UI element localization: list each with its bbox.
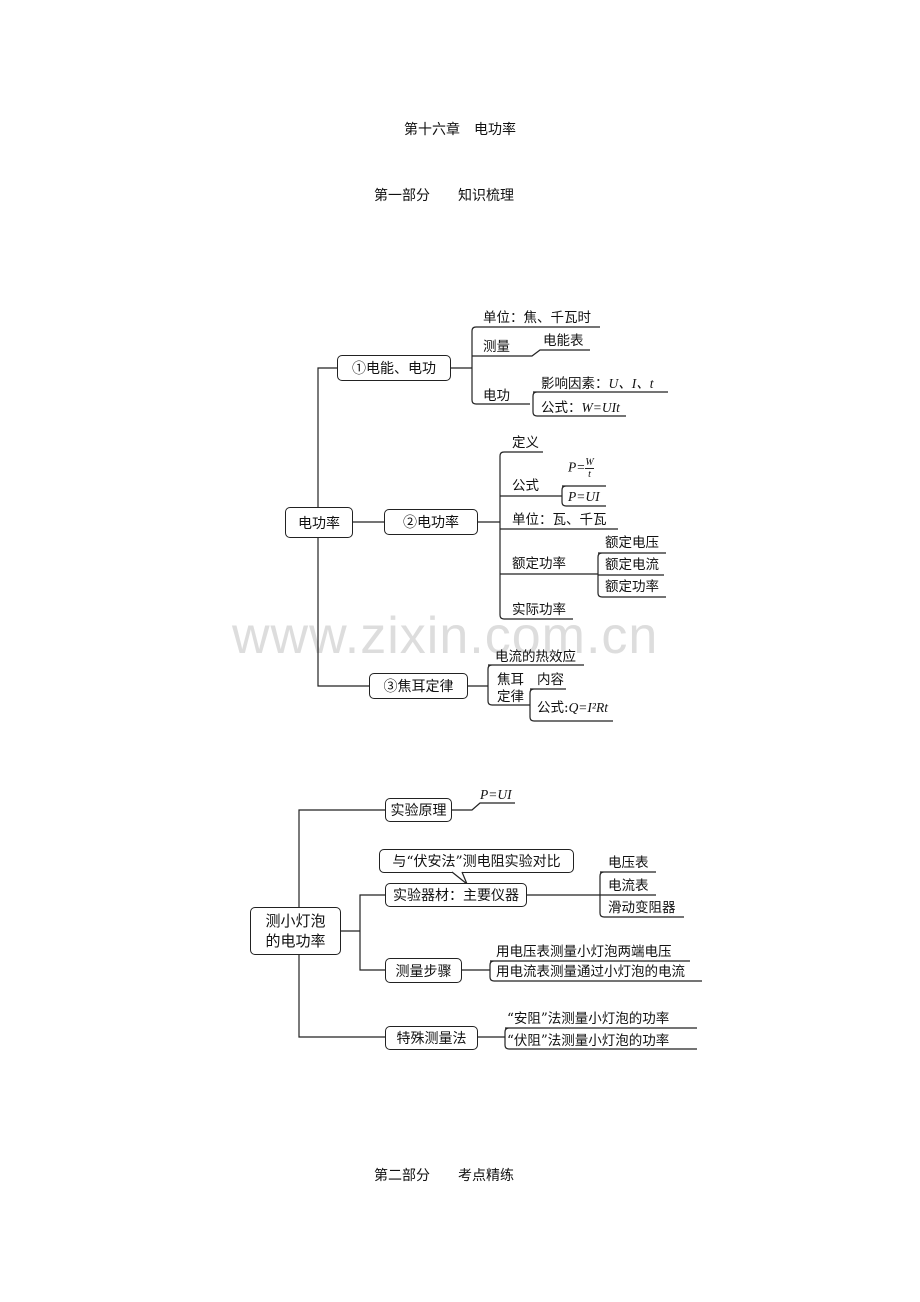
energy-meter: 电能表 (543, 333, 584, 349)
fraction-lhs: P= (568, 459, 586, 475)
special-item: “安阻”法测量小灯泡的功率 (507, 1011, 670, 1027)
equipment-item: 电流表 (608, 878, 649, 894)
map2-root-line2: 的电功率 (265, 932, 326, 950)
watermark: www.zixin.com.cn (232, 607, 659, 665)
actual-power: 实际功率 (512, 602, 566, 618)
joule-formula-value: Q=I²Rt (568, 700, 608, 715)
chapter-title: 第十六章 电功率 (404, 122, 516, 138)
work-formula: 公式：W=UIt (541, 400, 620, 416)
branch-joule-law: ③焦耳定律 (369, 673, 468, 699)
heat-effect: 电流的热效应 (495, 649, 576, 665)
power-formula-ui: P=UI (568, 489, 600, 504)
section-heading-knowledge: 第一部分 知识梳理 (374, 188, 514, 204)
map2-root-line1: 测小灯泡 (265, 912, 326, 930)
work-factors-label: 影响因素： (541, 376, 609, 392)
energy-measure: 测量 (483, 339, 510, 355)
special-item: “伏阻”法测量小灯泡的功率 (507, 1033, 670, 1049)
map1-root-electric-power: 电功率 (285, 507, 353, 538)
joule-formula: 公式:Q=I²Rt (537, 700, 608, 716)
power-formula-label: 公式 (512, 478, 539, 494)
branch-electric-energy-work: ①电能、电功 (337, 355, 451, 381)
experiment-equipment: 实验器材：主要仪器 (385, 883, 527, 907)
joule-law-line1: 焦耳 (497, 672, 524, 688)
fraction-denominator: t (588, 469, 591, 480)
joule-law-line2: 定律 (497, 689, 524, 705)
map2-root: 测小灯泡的电功率 (250, 907, 341, 955)
work-factors: 影响因素：U、I、t (541, 376, 654, 392)
equipment-item: 滑动变阻器 (608, 900, 676, 916)
joule-content: 内容 (537, 672, 564, 688)
measurement-steps: 测量步骤 (385, 958, 462, 983)
electric-work: 电功 (483, 388, 510, 404)
rated-item: 额定电压 (605, 535, 659, 551)
energy-unit: 单位：焦、千瓦时 (483, 310, 591, 326)
rated-item: 额定电流 (605, 557, 659, 573)
principle-formula: P=UI (480, 787, 512, 802)
section-heading-practice: 第二部分 考点精练 (374, 1168, 514, 1184)
fraction-numerator: W (585, 457, 594, 469)
comparison-callout: 与“伏安法”测电阻实验对比 (379, 849, 574, 873)
power-definition: 定义 (512, 435, 539, 451)
rated-power: 额定功率 (512, 556, 566, 572)
work-formula-value: W=UIt (581, 400, 620, 415)
work-factors-value: U、I、t (608, 376, 654, 391)
step-item: 用电压表测量小灯泡两端电压 (496, 944, 672, 960)
equipment-item: 电压表 (608, 855, 649, 871)
work-formula-label: 公式： (541, 400, 582, 416)
joule-formula-label: 公式: (537, 700, 569, 716)
special-methods: 特殊测量法 (385, 1026, 478, 1050)
step-item: 用电流表测量通过小灯泡的电流 (496, 964, 685, 980)
branch-electric-power: ②电功率 (384, 509, 478, 535)
experiment-principle: 实验原理 (385, 798, 452, 822)
power-unit: 单位：瓦、千瓦 (512, 512, 607, 528)
rated-item: 额定功率 (605, 579, 659, 595)
